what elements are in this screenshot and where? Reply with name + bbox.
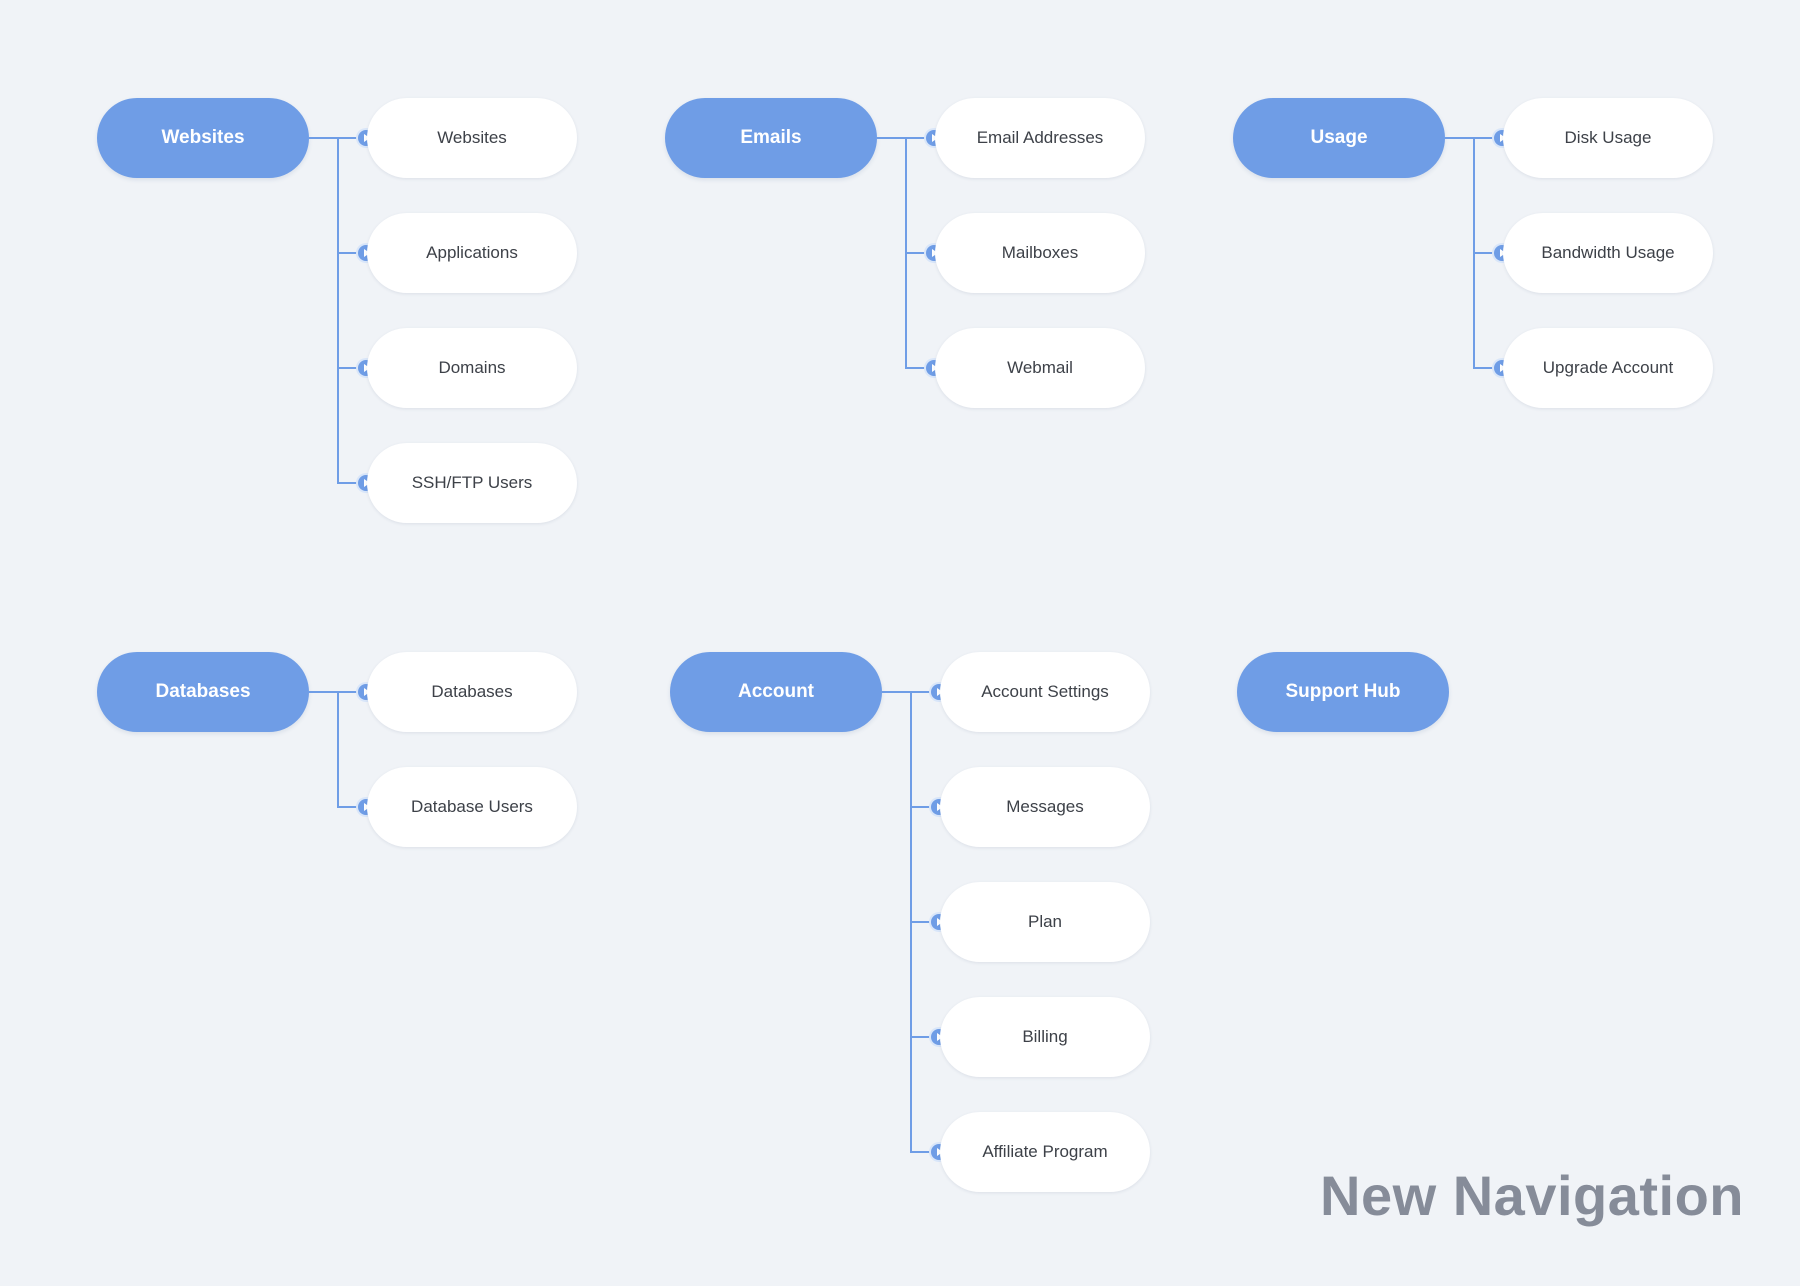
connector-line bbox=[910, 691, 930, 693]
connector-line bbox=[1473, 367, 1493, 369]
child-plan[interactable]: Plan bbox=[940, 882, 1150, 962]
child-database-users[interactable]: Database Users bbox=[367, 767, 577, 847]
connector-trunk bbox=[337, 137, 339, 484]
child-account-settings[interactable]: Account Settings bbox=[940, 652, 1150, 732]
connector-line bbox=[905, 252, 925, 254]
child-applications[interactable]: Applications bbox=[367, 213, 577, 293]
parent-databases[interactable]: Databases bbox=[97, 652, 309, 732]
connector-line bbox=[337, 806, 357, 808]
parent-websites[interactable]: Websites bbox=[97, 98, 309, 178]
connector-line bbox=[905, 137, 925, 139]
connector-line bbox=[337, 137, 357, 139]
child-webmail[interactable]: Webmail bbox=[935, 328, 1145, 408]
child-domains[interactable]: Domains bbox=[367, 328, 577, 408]
page-title: New Navigation bbox=[1320, 1164, 1744, 1227]
connector-line bbox=[337, 252, 357, 254]
child-bandwidth-usage[interactable]: Bandwidth Usage bbox=[1503, 213, 1713, 293]
parent-emails[interactable]: Emails bbox=[665, 98, 877, 178]
connector-line bbox=[337, 367, 357, 369]
connector-line bbox=[910, 921, 930, 923]
child-mailboxes[interactable]: Mailboxes bbox=[935, 213, 1145, 293]
child-disk-usage[interactable]: Disk Usage bbox=[1503, 98, 1713, 178]
child-affiliate-program[interactable]: Affiliate Program bbox=[940, 1112, 1150, 1192]
connector-line bbox=[1445, 137, 1474, 139]
connector-line bbox=[1473, 137, 1493, 139]
connector-line bbox=[910, 1151, 930, 1153]
child-billing[interactable]: Billing bbox=[940, 997, 1150, 1077]
connector-line bbox=[910, 1036, 930, 1038]
connector-line bbox=[309, 691, 338, 693]
child-email-addresses[interactable]: Email Addresses bbox=[935, 98, 1145, 178]
connector-line bbox=[877, 137, 906, 139]
parent-support-hub[interactable]: Support Hub bbox=[1237, 652, 1449, 732]
connector-line bbox=[910, 806, 930, 808]
child-upgrade-account[interactable]: Upgrade Account bbox=[1503, 328, 1713, 408]
connector-trunk bbox=[337, 691, 339, 808]
parent-account[interactable]: Account bbox=[670, 652, 882, 732]
child-messages[interactable]: Messages bbox=[940, 767, 1150, 847]
child-ssh-ftp-users[interactable]: SSH/FTP Users bbox=[367, 443, 577, 523]
connector-line bbox=[337, 482, 357, 484]
parent-usage[interactable]: Usage bbox=[1233, 98, 1445, 178]
connector-line bbox=[882, 691, 911, 693]
connector-line bbox=[905, 367, 925, 369]
connector-line bbox=[1473, 252, 1493, 254]
child-websites[interactable]: Websites bbox=[367, 98, 577, 178]
child-databases[interactable]: Databases bbox=[367, 652, 577, 732]
connector-line bbox=[309, 137, 338, 139]
connector-line bbox=[337, 691, 357, 693]
